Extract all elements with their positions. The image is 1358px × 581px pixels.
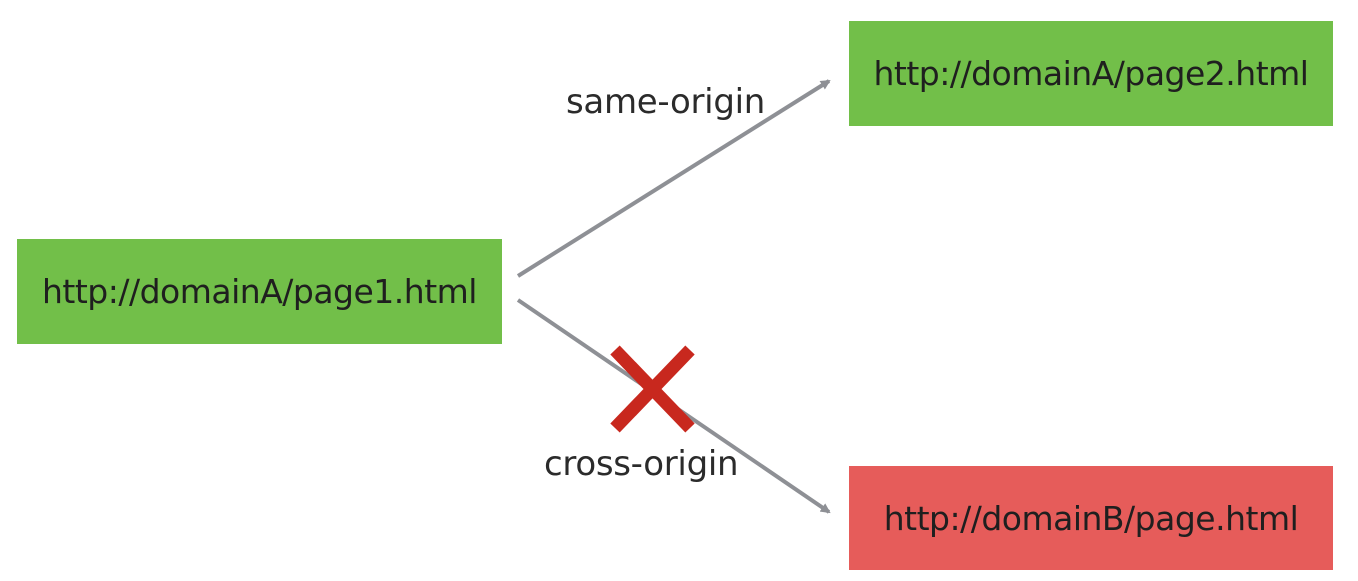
same-origin-target-label: http://domainA/page2.html (873, 54, 1309, 93)
same-origin-arrow (516, 79, 831, 278)
blocked-x-icon (610, 345, 695, 433)
cross-origin-edge-label: cross-origin (544, 444, 739, 484)
cross-origin-target-node: http://domainB/page.html (849, 466, 1333, 570)
same-origin-edge-label: same-origin (566, 82, 765, 122)
source-page-node: http://domainA/page1.html (17, 239, 502, 344)
cross-origin-target-label: http://domainB/page.html (883, 498, 1299, 538)
same-origin-target-node: http://domainA/page2.html (849, 21, 1333, 126)
source-page-label: http://domainA/page1.html (42, 272, 477, 311)
